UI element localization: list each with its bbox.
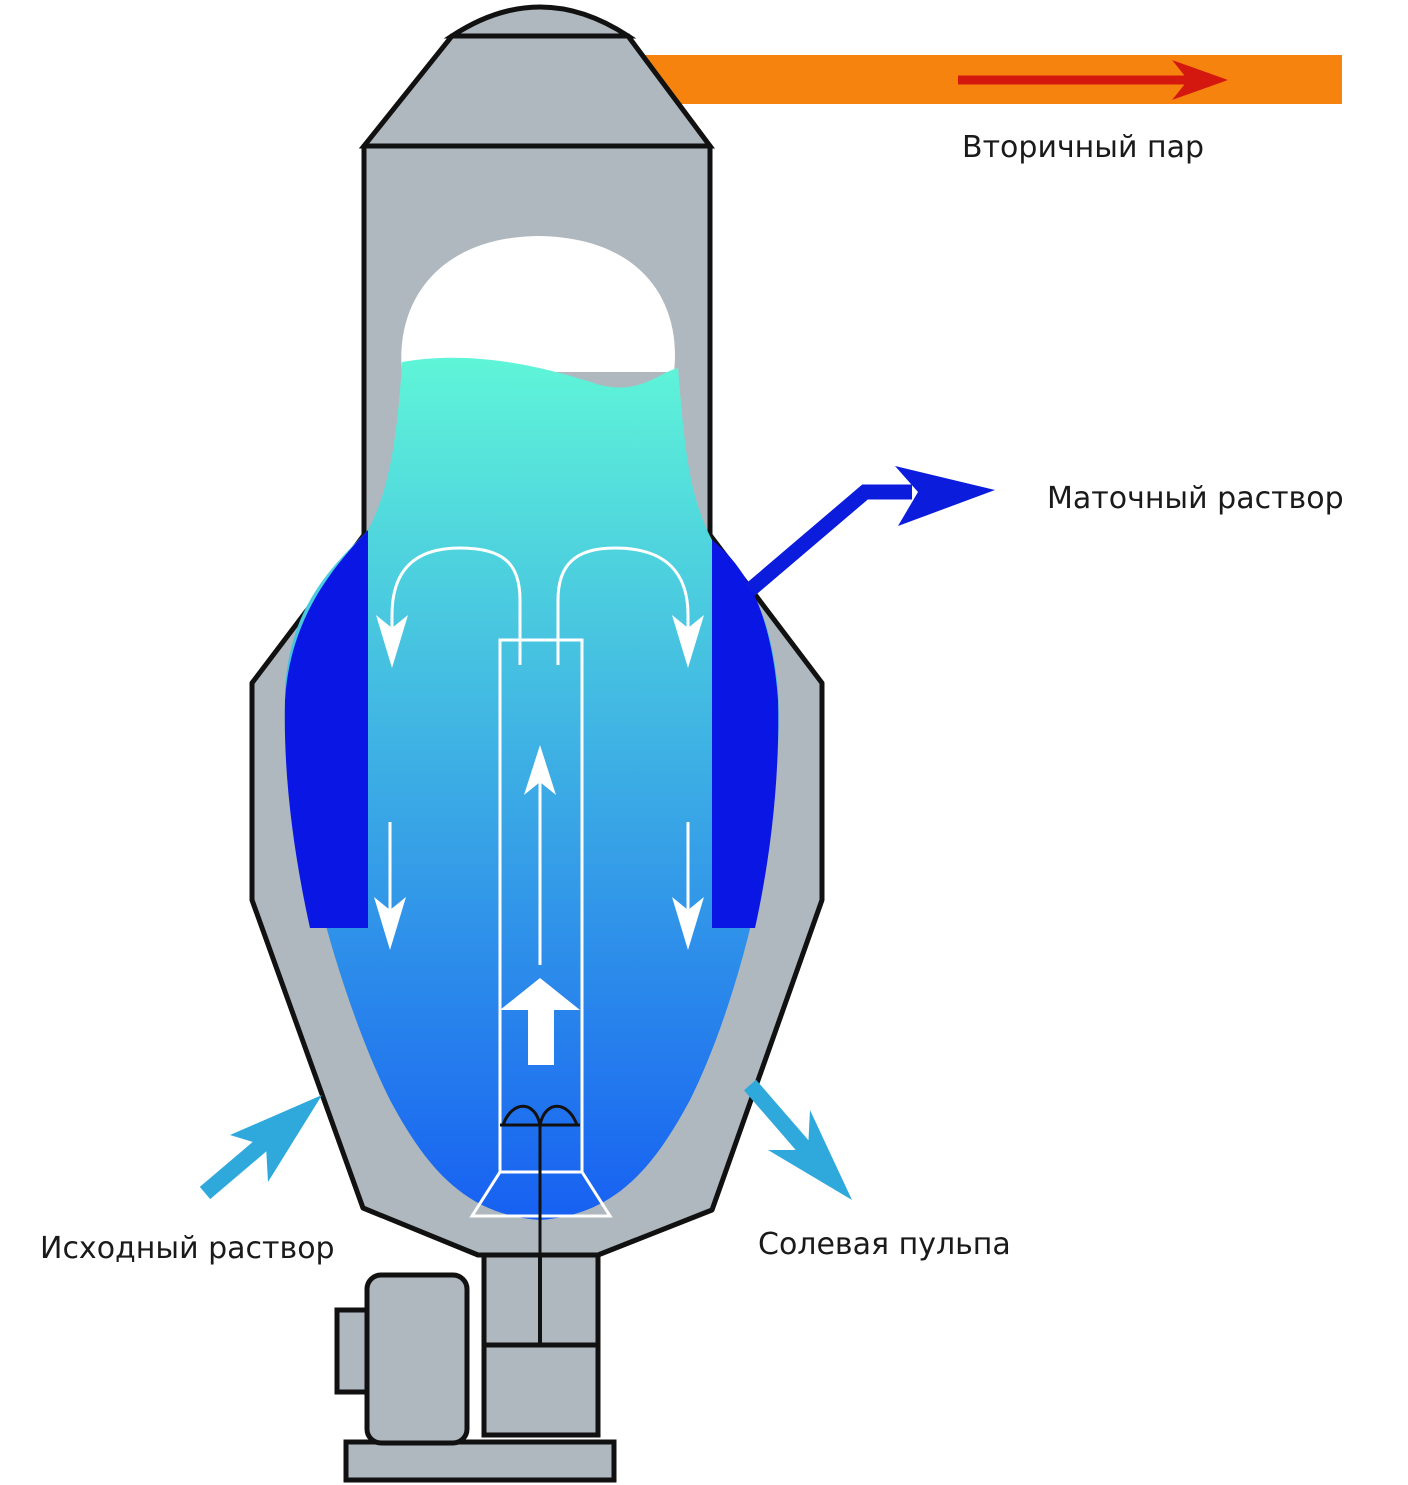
secondary-steam-label: Вторичный пар (962, 130, 1204, 165)
feed-solution-label: Исходный раствор (40, 1231, 335, 1266)
top-dome (443, 4, 637, 39)
steam-arrow-icon (958, 60, 1228, 100)
top-cone (358, 33, 715, 149)
secondary-steam-pipe (640, 55, 1342, 104)
mother-liquor-label: Маточный раствор (1047, 481, 1344, 516)
salt-pulp-label: Солевая пульпа (758, 1227, 1011, 1262)
motor-icon (334, 1272, 470, 1446)
salt-pulp-arrow-icon (743, 1079, 852, 1200)
settling-zone-right (712, 540, 779, 928)
vapor-space (401, 236, 675, 372)
settling-zone-left (284, 530, 368, 928)
feed-solution-arrow-icon (199, 1095, 322, 1200)
circulation-arrowheads (374, 615, 704, 1065)
base-plate (343, 1439, 617, 1483)
upflow-arrow-icon (500, 978, 580, 1065)
liquid-bulk (285, 357, 779, 1220)
circulation-arrow-icon (388, 546, 690, 965)
mother-liquor-arrow-icon (745, 466, 995, 596)
